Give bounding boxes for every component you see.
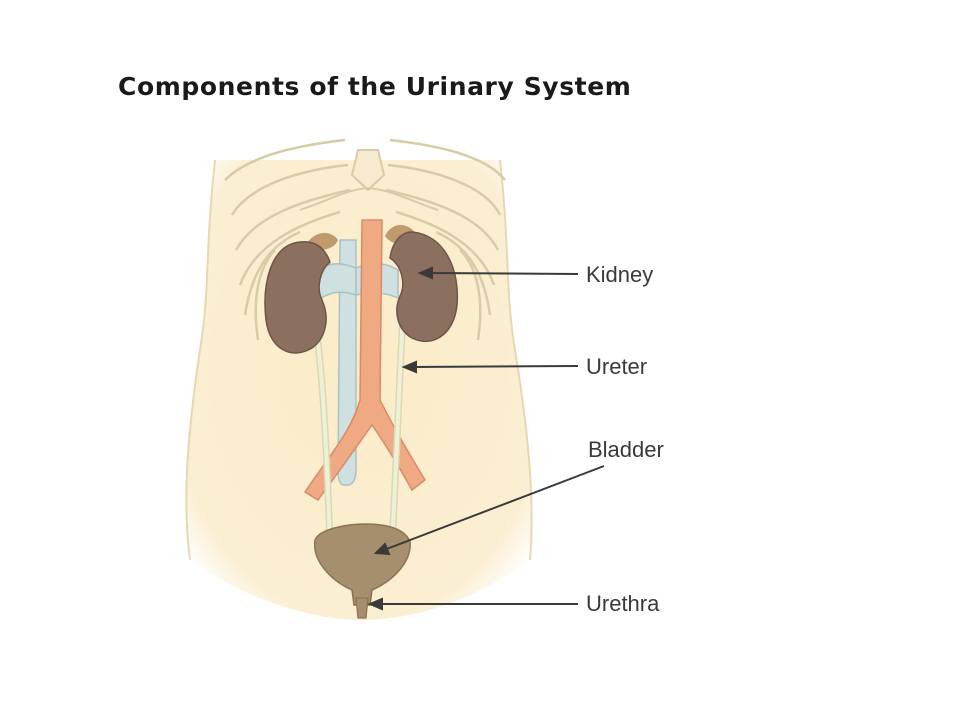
kidney-left — [264, 240, 331, 354]
urethra-arrowhead — [367, 597, 383, 611]
label-ureter: Ureter — [586, 354, 647, 379]
rib-left-1 — [224, 138, 346, 181]
costal-margin — [299, 186, 439, 211]
kidney-leader-line — [427, 272, 579, 275]
bladder — [314, 523, 411, 606]
rib-right-1 — [389, 138, 506, 181]
kidney-right — [389, 231, 459, 343]
diagram-title: Components of the Urinary System — [118, 72, 632, 101]
rib-right-2 — [387, 163, 502, 216]
torso-left-outline — [185, 159, 216, 561]
rib-left-5 — [243, 230, 301, 316]
bladder-arrowhead — [373, 542, 391, 556]
kidney-arrowhead — [417, 266, 433, 280]
rib-right-5 — [435, 230, 492, 316]
torso-right-outline — [499, 159, 533, 561]
ureter-leader-line — [411, 365, 579, 368]
label-kidney: Kidney — [586, 262, 653, 287]
rib-right-6 — [459, 249, 482, 341]
bladder-leader-line — [383, 465, 605, 551]
label-bladder: Bladder — [588, 437, 664, 462]
urethra — [355, 597, 369, 619]
ureter-arrowhead — [401, 360, 417, 374]
sternum — [350, 149, 386, 192]
rib-left-2 — [230, 163, 349, 216]
rib-left-4 — [238, 210, 341, 286]
rib-right-3 — [385, 188, 500, 251]
rib-left-3 — [234, 188, 351, 251]
rib-left-6 — [254, 249, 276, 341]
leader-lines — [367, 266, 605, 611]
label-urethra: Urethra — [586, 591, 660, 616]
